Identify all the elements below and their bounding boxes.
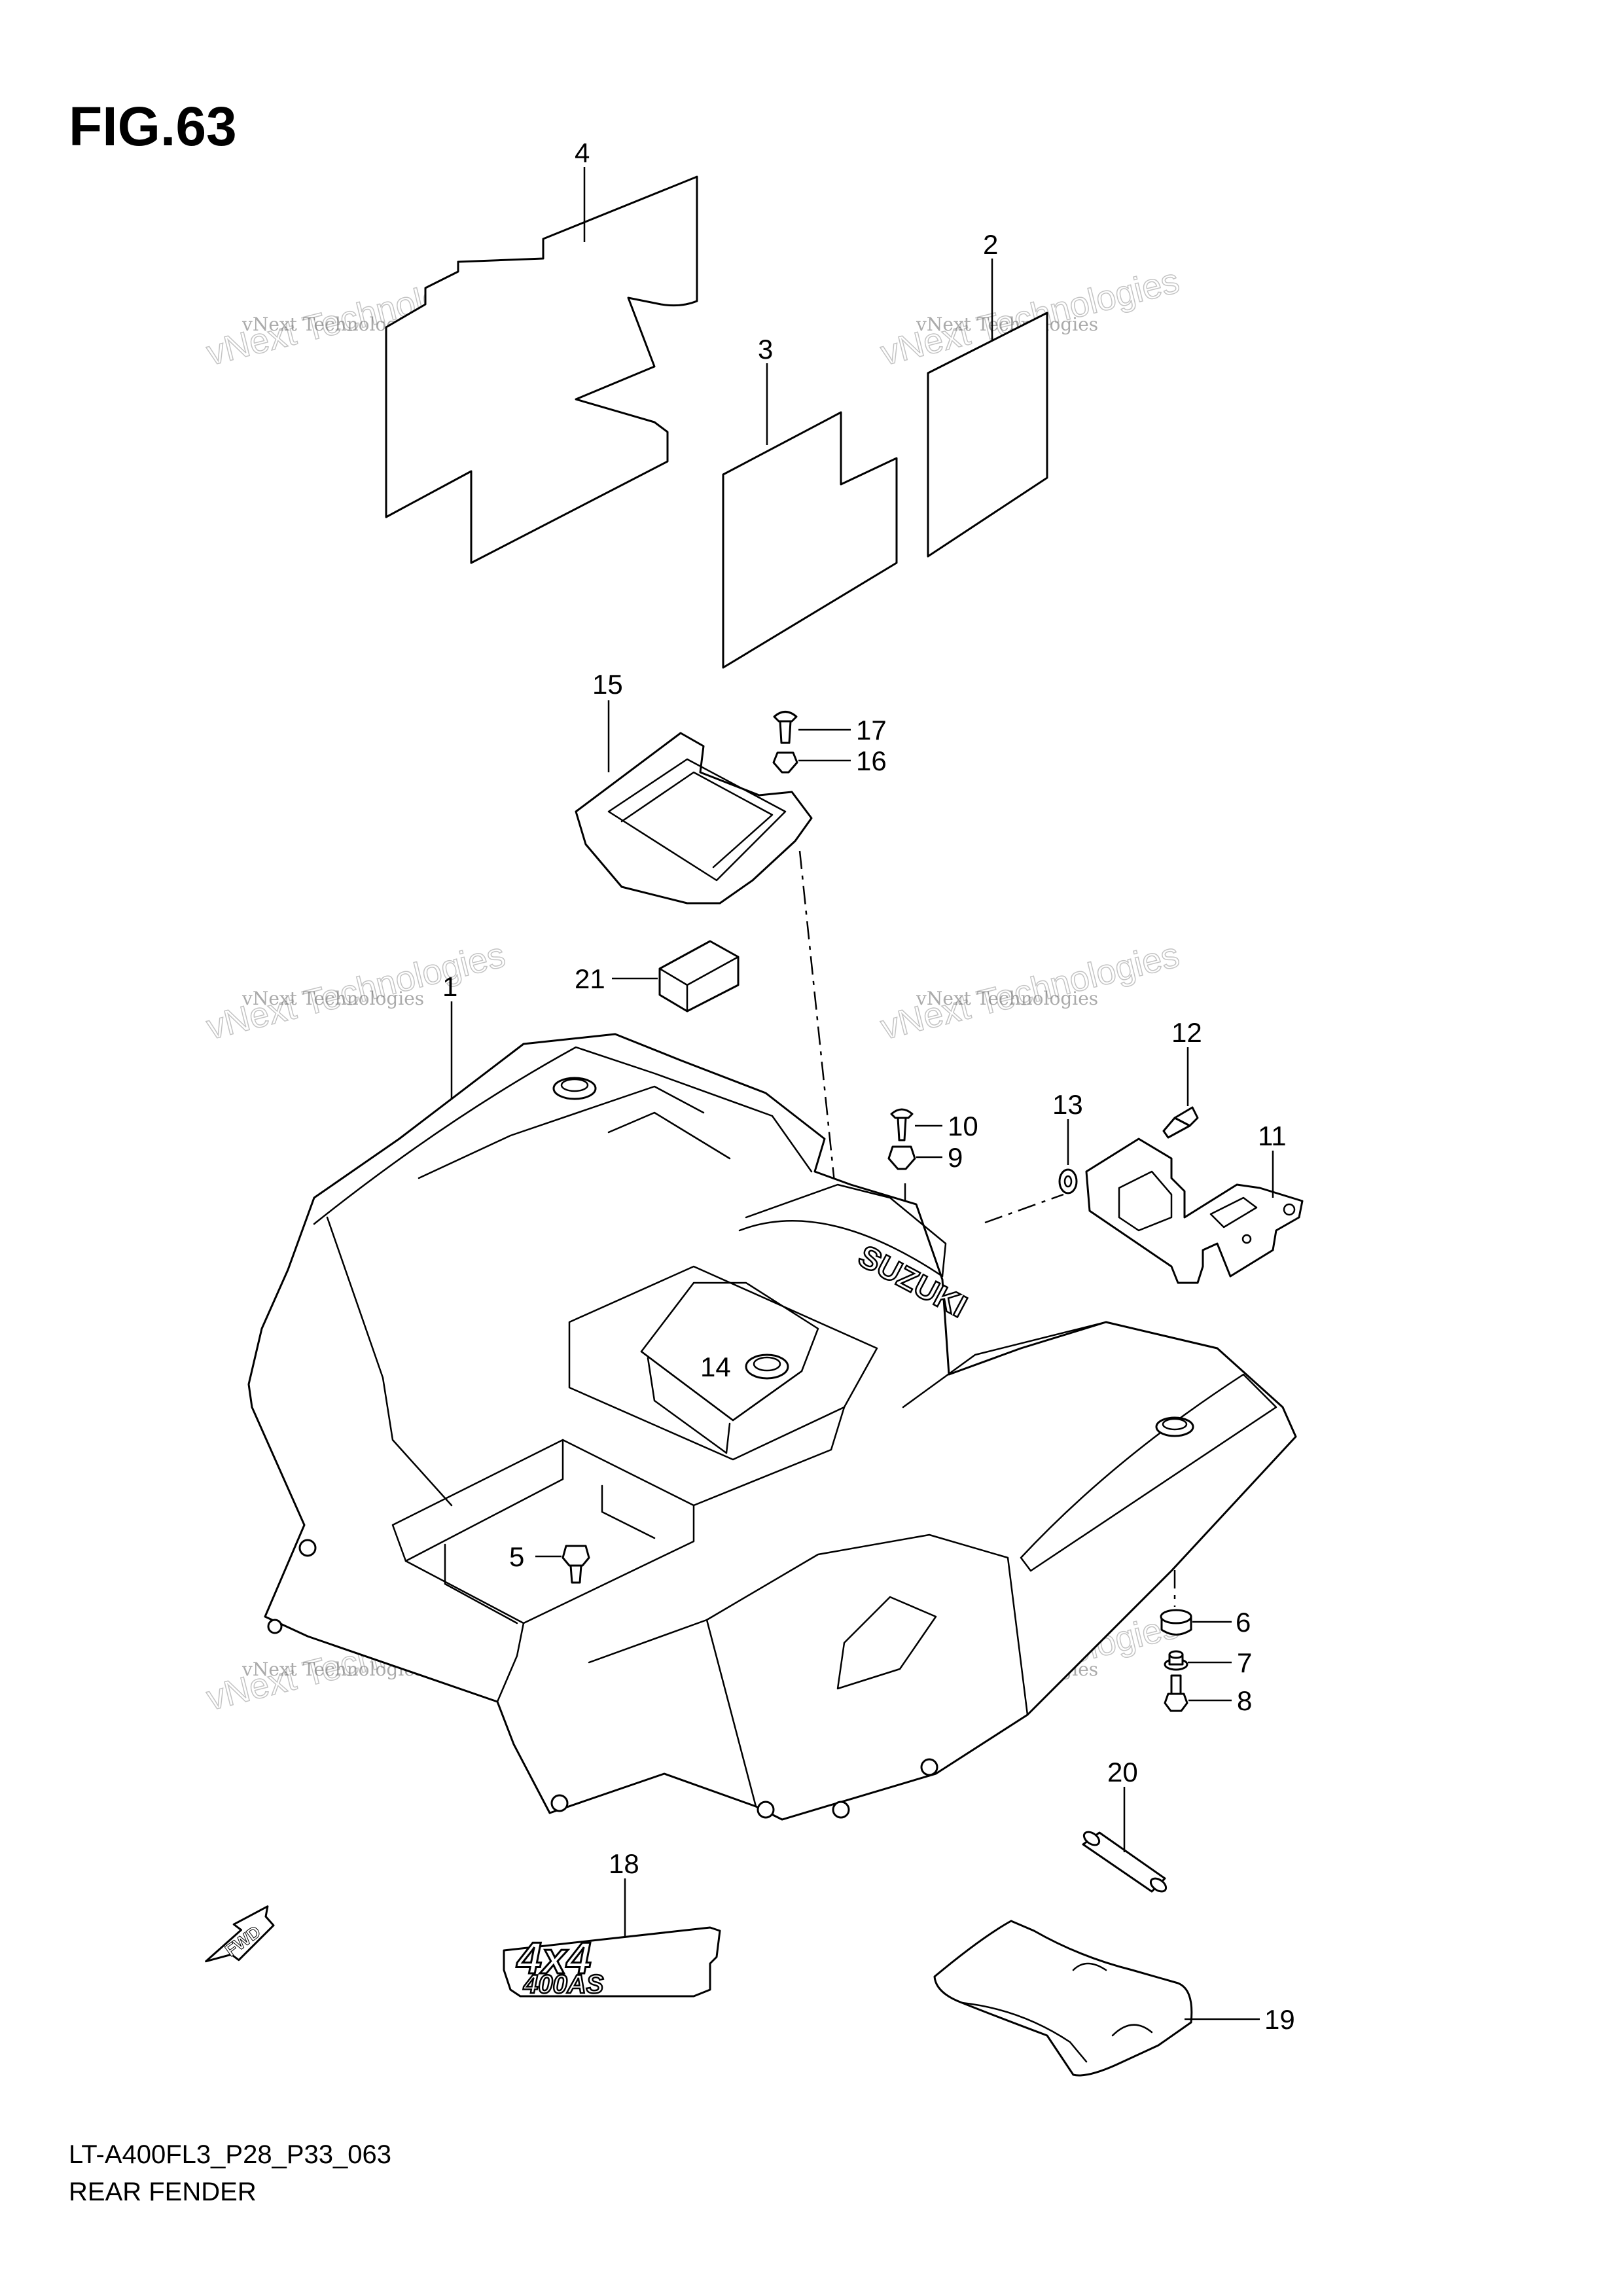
mount-hole [267,1619,283,1634]
figure-caption: REAR FENDER [69,2178,257,2206]
mount-hole [832,1801,850,1819]
part-4-label-large[interactable] [385,175,698,564]
watermark-text: vNext Technologies [241,988,424,1009]
cap-recess [552,1077,597,1100]
callout-3: 3 [758,334,773,365]
part-3-label-medium[interactable] [722,411,898,669]
callout-9: 9 [948,1142,963,1173]
callout-13: 13 [1052,1089,1083,1120]
callout-6: 6 [1236,1607,1251,1638]
callout-16: 16 [856,745,887,776]
callout-19: 19 [1264,2004,1295,2035]
callout-10: 10 [948,1111,978,1141]
part-19-cover[interactable] [933,1920,1193,2077]
part-5-bolt[interactable] [562,1545,590,1584]
part-9-nut[interactable] [887,1145,916,1170]
watermark: vNext Technologies vNext Technologies [202,935,509,1048]
part-11-bracket[interactable] [1085,1138,1304,1284]
callout-11: 11 [1258,1121,1287,1151]
callout-20: 20 [1107,1757,1138,1787]
assembly-line [798,850,852,1339]
part-15-box[interactable] [575,732,813,905]
part-7-collar[interactable] [1164,1650,1188,1671]
part-16-nut[interactable] [772,751,798,774]
callout-2: 2 [983,229,998,260]
part-6-cushion[interactable] [1160,1609,1192,1636]
callout-1: 1 [442,971,457,1002]
part-14-cap[interactable] [745,1354,789,1380]
callout-12: 12 [1171,1017,1202,1048]
callout-15: 15 [592,669,623,700]
part-18-emblem[interactable]: 4x4 400AS [503,1926,721,2000]
fwd-direction-arrow: FWD [205,1905,275,1963]
part-10-screw[interactable] [890,1108,914,1141]
assembly-line [984,1193,1064,1224]
part-8-bolt[interactable] [1164,1674,1188,1712]
part-20-pin[interactable] [1082,1829,1168,1894]
callout-18: 18 [609,1848,639,1879]
part-2-label-small[interactable] [927,312,1048,558]
part-17-screw[interactable] [773,711,798,744]
callout-21: 21 [575,963,605,994]
part-13-washer[interactable] [1058,1168,1078,1194]
callout-5: 5 [509,1541,524,1572]
watermark-text: vNext Technologies [916,988,1098,1009]
mount-hole [550,1794,569,1812]
callout-8: 8 [1237,1685,1252,1716]
mount-hole [757,1801,775,1819]
callout-17: 17 [856,715,887,745]
part-12-screw[interactable] [1162,1106,1199,1139]
mount-hole [920,1758,938,1776]
callout-7: 7 [1237,1647,1252,1678]
callout-14: 14 [700,1352,731,1382]
watermark: vNext Technologies vNext Technologies [876,935,1183,1048]
emblem-line1: 4x4 [516,1933,591,1983]
callout-4: 4 [575,137,590,168]
watermark-text: vNext Technologies [916,314,1098,335]
model-code: LT-A400FL3_P28_P33_063 [69,2140,391,2169]
part-21-pad[interactable] [658,940,740,1013]
figure-title: FIG.63 [69,96,237,157]
cap-recess [1155,1416,1194,1437]
emblem-line2: 400AS [523,1970,604,1999]
mount-hole [298,1539,317,1557]
